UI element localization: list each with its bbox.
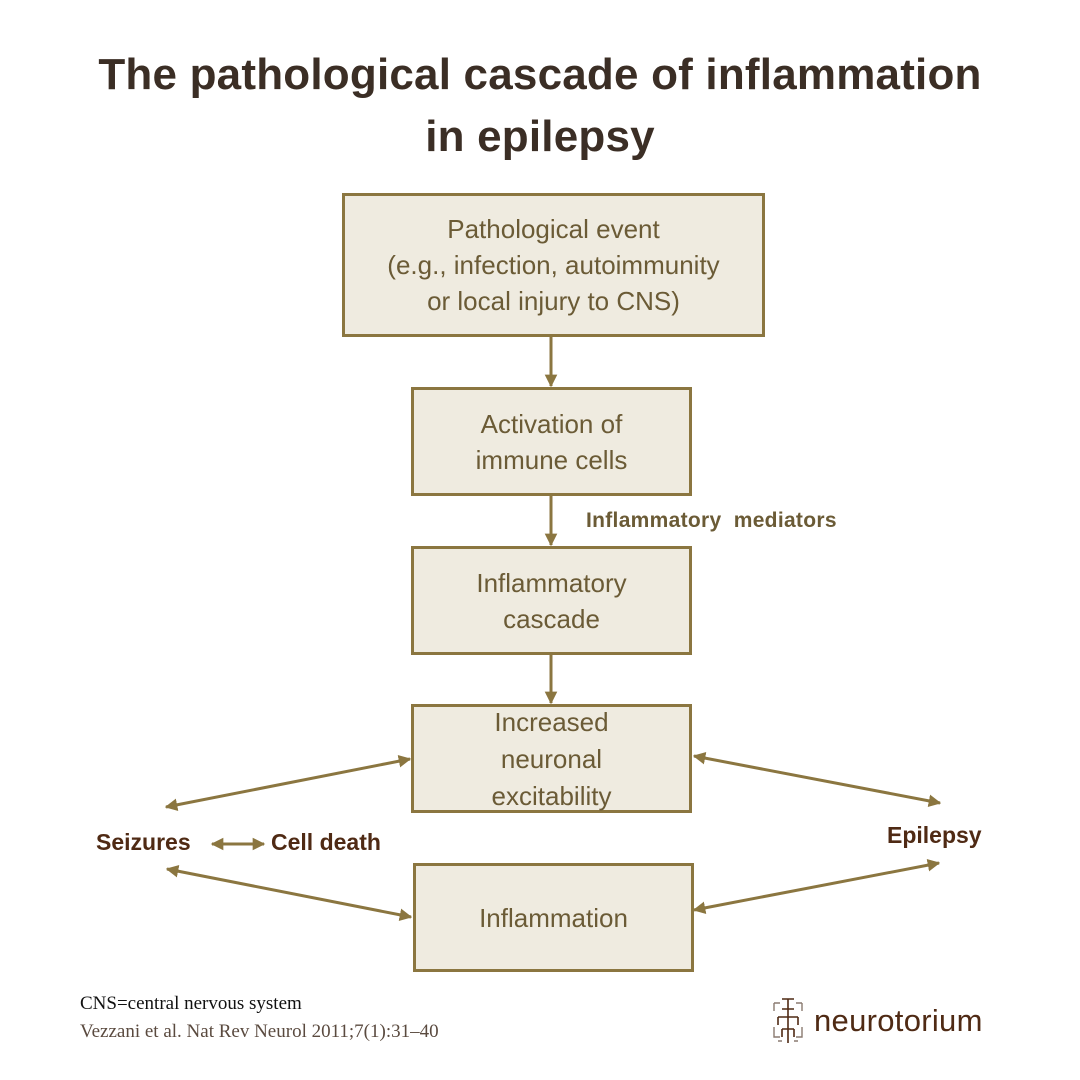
- reference-footnote: Vezzani et al. Nat Rev Neurol 2011;7(1):…: [80, 1021, 439, 1042]
- box-text: or local injury to CNS): [427, 286, 680, 316]
- box-text: immune cells: [475, 444, 628, 475]
- box-text: neuronal: [500, 744, 603, 774]
- neurotorium-logo: neurotorium: [770, 996, 983, 1046]
- arrow-excitability-epilepsy: [692, 751, 942, 808]
- pathological-event-box: Pathological event (e.g., infection, aut…: [342, 193, 765, 337]
- box-text: excitability: [491, 781, 612, 811]
- box-text: (e.g., infection, autoimmunity: [387, 250, 720, 280]
- inflammation-box: Inflammation: [413, 863, 694, 972]
- neurotorium-glyph-icon: [773, 998, 803, 1043]
- arrow-seizures-excitability: [164, 755, 412, 811]
- inflammatory-mediators-label: Inflammatory mediators: [586, 509, 837, 532]
- page-title: The pathological cascade of inflammation…: [0, 44, 1080, 168]
- box-text: Activation of: [480, 408, 623, 439]
- box-text: Inflammation: [479, 902, 628, 933]
- inflammatory-cascade-box: Inflammatory cascade: [411, 546, 692, 655]
- box-text: Pathological event: [447, 214, 660, 244]
- seizures-label: Seizures: [96, 829, 191, 855]
- box-text: Inflammatory: [476, 567, 627, 598]
- arrow-seizures-inflammation: [165, 865, 413, 921]
- cell-death-label: Cell death: [271, 829, 381, 855]
- abbreviation-footnote: CNS=central nervous system: [80, 993, 302, 1014]
- box-text: cascade: [503, 603, 600, 634]
- immune-activation-box: Activation of immune cells: [411, 387, 692, 496]
- box-text: Increased: [494, 707, 609, 737]
- neuronal-excitability-box: Increased neuronal excitability: [411, 704, 692, 813]
- epilepsy-label: Epilepsy: [887, 822, 982, 848]
- title-line-1: The pathological cascade of inflammation: [98, 50, 982, 99]
- title-line-2: in epilepsy: [425, 112, 655, 161]
- arrow-inflammation-epilepsy: [692, 858, 941, 915]
- logo-text: neurotorium: [814, 1003, 983, 1038]
